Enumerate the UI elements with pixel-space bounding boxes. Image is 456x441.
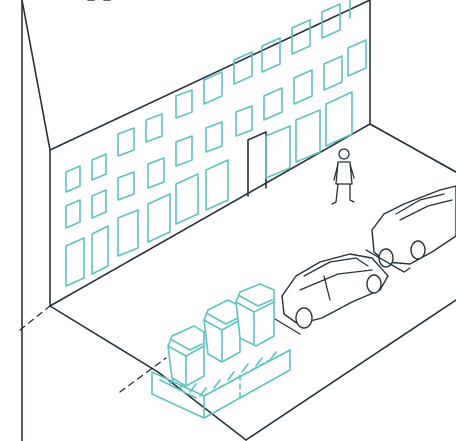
window (118, 172, 134, 200)
window (66, 238, 84, 286)
parked-car-rear (366, 186, 456, 272)
window (348, 40, 366, 76)
window (206, 122, 222, 152)
window (206, 160, 228, 210)
container-body (236, 284, 274, 346)
window (146, 114, 162, 142)
sidewalk-back-edge (370, 124, 456, 172)
window (148, 194, 170, 242)
window (118, 210, 138, 256)
window (176, 136, 192, 166)
pedestrian (332, 149, 354, 204)
window (294, 70, 312, 104)
waste-container-2 (204, 300, 240, 362)
sidewalk-edge-line (50, 306, 158, 372)
waste-container-1 (168, 326, 204, 386)
window (92, 226, 108, 274)
underground-waste-containers (168, 284, 274, 386)
building-windows (66, 0, 366, 286)
waste-container-3 (236, 284, 274, 346)
window (92, 190, 106, 218)
parked-car-front (270, 254, 388, 334)
window (176, 174, 198, 224)
window (324, 56, 342, 90)
window (92, 154, 106, 180)
window (292, 20, 310, 54)
window (118, 128, 134, 156)
car-wheel (411, 241, 425, 259)
building-door (248, 132, 266, 196)
car-wheel (367, 275, 381, 293)
car-wheel (296, 308, 312, 328)
ground-plane (20, 124, 456, 440)
pedestrian-right-leg (350, 184, 354, 202)
window (266, 126, 290, 178)
window (148, 158, 164, 188)
pedestrian-head (339, 149, 349, 159)
window (176, 90, 192, 118)
pedestrian-torso (336, 162, 352, 184)
pedestrian-left-leg (332, 184, 338, 204)
dashed-extension-left (20, 306, 50, 330)
window (66, 200, 80, 228)
window (326, 92, 352, 146)
vault-hidden-edge (204, 360, 270, 396)
window (264, 88, 282, 120)
window (66, 166, 80, 192)
building-left-edge (22, 0, 50, 306)
window (296, 110, 320, 162)
window (236, 106, 252, 136)
